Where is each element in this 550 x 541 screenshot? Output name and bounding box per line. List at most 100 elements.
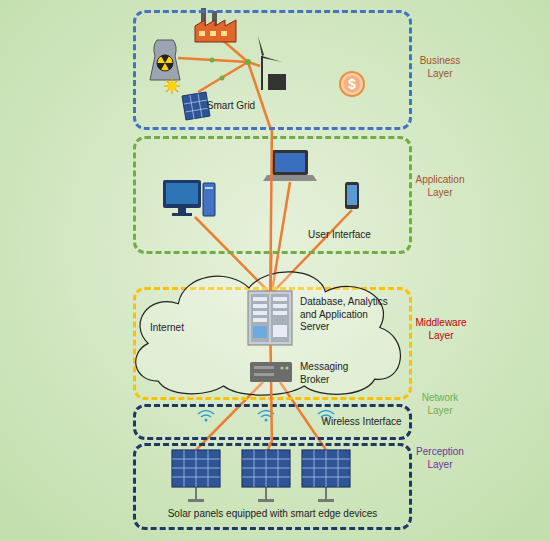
panel <box>172 450 220 487</box>
phone-icon <box>345 182 359 209</box>
pc-tower <box>203 183 215 216</box>
grid-line <box>190 95 194 119</box>
layer-label: Business Layer <box>408 55 472 80</box>
grid-wires <box>178 38 271 130</box>
middleware-layer-box: Middleware LayerInternetDatabase, Analyt… <box>133 287 412 400</box>
grid-wire <box>248 62 271 130</box>
grid-line <box>198 94 202 118</box>
junction-dot <box>220 76 225 81</box>
broker-label: Messaging Broker <box>300 361 362 386</box>
wifi-dots <box>205 419 328 422</box>
solar-panel <box>242 450 290 502</box>
phone-screen <box>347 185 357 205</box>
turbine-tower <box>261 56 263 90</box>
laptop-screen <box>275 153 305 172</box>
panel-grid <box>242 450 290 487</box>
monitor-frame <box>163 180 201 208</box>
factory-building <box>195 20 236 42</box>
grid-line <box>185 108 209 112</box>
cloud-shape <box>136 272 401 395</box>
panel-foot <box>188 499 204 502</box>
group-label: Wireless Interface <box>314 416 409 429</box>
panel <box>242 450 290 487</box>
solar-icon <box>164 78 210 120</box>
grid-line <box>184 100 208 104</box>
cooling-tower <box>150 40 180 80</box>
sun <box>168 82 177 91</box>
layer-label: Application Layer <box>408 174 472 199</box>
layer-label: Perception Layer <box>408 446 472 471</box>
panel-grid <box>184 94 209 120</box>
solar-panel <box>172 450 220 502</box>
radiation-blades <box>157 55 173 70</box>
nuclear-plant-icon <box>150 40 180 80</box>
wifi-dot <box>205 419 208 422</box>
laptop-frame <box>272 150 308 175</box>
data-link <box>270 130 272 291</box>
turbine-house <box>268 74 286 90</box>
radiation-symbol <box>157 55 173 71</box>
ray <box>166 80 178 92</box>
grid-junctions <box>210 58 252 81</box>
data-link <box>270 382 273 443</box>
coin-icon <box>340 72 364 96</box>
wifi-symbols <box>198 411 334 418</box>
solar-panels <box>172 450 350 502</box>
group-label: Smart Grid <box>196 100 266 113</box>
junction-dot <box>245 59 251 65</box>
laptop-icon <box>263 150 317 181</box>
panel-grid <box>172 450 220 487</box>
internet-cloud: Internet Database, Analytics and Applicat… <box>128 262 410 399</box>
panel-stand <box>195 486 197 500</box>
coin-inner <box>344 76 361 93</box>
factory-icon <box>195 8 236 42</box>
wifi-symbol <box>198 411 214 418</box>
monitor-screen <box>166 183 198 204</box>
cloud-label: Internet <box>150 322 200 335</box>
coin <box>340 72 364 96</box>
solar-panel <box>302 450 350 502</box>
panel <box>302 450 350 487</box>
perception-layer-box: Perception LayerSolar panels equipped wi… <box>133 443 412 530</box>
group-label: Solar panels equipped with smart edge de… <box>140 508 405 521</box>
currency-sign: $ <box>340 76 364 92</box>
grid-wire <box>178 58 248 62</box>
panel-stand <box>325 486 327 500</box>
application-layer-box: Application LayerUser Interface <box>133 136 412 254</box>
group-label: User Interface <box>292 229 387 242</box>
panel <box>182 92 210 120</box>
ray <box>166 80 178 92</box>
wifi-symbol <box>258 411 274 418</box>
broker-node: Messaging Broker <box>250 362 292 382</box>
monitor-stand <box>178 208 186 213</box>
panel-stand <box>265 486 267 500</box>
desktop-icon <box>163 180 215 216</box>
data-link <box>269 345 272 362</box>
panel-foot <box>258 499 274 502</box>
network-layer-box: Network LayerWireless Interface <box>133 404 412 440</box>
server-label: Database, Analytics and Application Serv… <box>300 296 398 334</box>
monitor-base <box>172 213 192 216</box>
panel-grid <box>302 450 350 487</box>
server-node: Database, Analytics and Application Serv… <box>248 291 292 345</box>
turbine-blades <box>248 36 282 70</box>
data-link <box>269 254 272 291</box>
window <box>199 31 205 36</box>
layer-label: Network Layer <box>408 392 472 417</box>
phone-body <box>345 182 359 209</box>
wind-turbine-icon <box>248 36 286 90</box>
window <box>210 31 216 36</box>
business-layer-box: Business LayerSmart Grid <box>133 10 412 130</box>
grid-wire <box>198 62 248 92</box>
panel-foot <box>318 499 334 502</box>
sun-rays <box>164 78 180 94</box>
wifi-dot <box>265 419 268 422</box>
window <box>221 31 227 36</box>
junction-dot <box>210 58 215 63</box>
drive-slot <box>205 187 213 189</box>
